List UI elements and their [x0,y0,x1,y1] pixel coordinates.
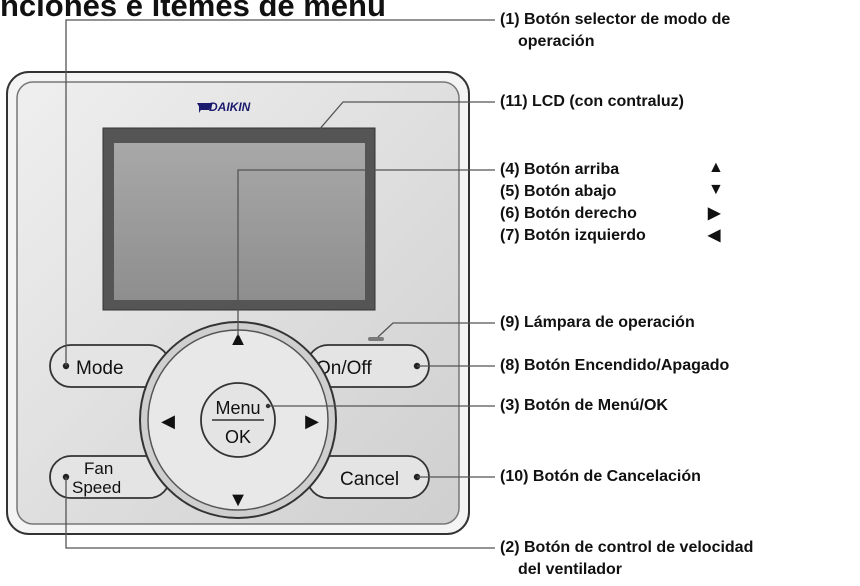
operation-lamp [368,337,384,341]
right-arrow-icon[interactable]: ▶ [305,411,319,431]
down-arrow-icon[interactable]: ▼ [228,489,248,511]
callout-up-arrow-icon: ▲ [708,159,724,176]
callout-fan-speed-line1: (2) Botón de control de velocidad [500,539,754,556]
leader-mode [65,19,495,366]
callout-right: (6) Botón derecho [500,205,637,222]
up-arrow-icon[interactable]: ▲ [228,328,248,350]
leader-lines [65,19,495,549]
callout-on-off: (8) Botón Encendido/Apagado [500,357,730,374]
ok-label: OK [225,427,251,447]
menu-label: Menu [215,398,260,418]
mode-button-label: Mode [76,358,124,379]
callout-mode: (1) Botón selector de modo de operación [500,9,730,53]
daikin-logo-mark-2 [199,103,205,113]
cancel-button-label: Cancel [340,469,399,490]
callout-lamp: (9) Lámpara de operación [500,314,695,331]
callout-cancel: (10) Botón de Cancelación [500,468,701,485]
leader-lamp [377,322,495,338]
fan-speed-label-line2: Speed [72,478,121,497]
brand-logo: DAIKIN [209,100,251,114]
leader-lcd [317,101,495,132]
leader-dpad [237,169,495,336]
callout-fan-speed-line2: del ventilador [518,561,623,578]
page-heading: nciones e ítemes de menú [0,0,386,23]
callout-mode-line1: (1) Botón selector de modo de [500,11,731,28]
left-arrow-icon[interactable]: ◀ [161,411,175,431]
lcd-screen [114,143,365,300]
callout-up: (4) Botón arriba [500,161,620,178]
callout-fan-speed: (2) Botón de control de velocidad del ve… [500,537,753,581]
callout-right-arrow-icon: ▶ [708,205,721,222]
callout-mode-line2: operación [518,33,595,50]
callout-lcd: (11) LCD (con contraluz) [500,93,685,110]
callout-menu-ok: (3) Botón de Menú/OK [500,397,668,414]
callout-left-arrow-icon: ◀ [708,227,721,244]
callout-down-arrow-icon: ▼ [708,181,724,198]
leader-menu-dot [265,403,271,409]
callout-left: (7) Botón izquierdo [500,227,646,244]
callout-down: (5) Botón abajo [500,183,617,200]
on-off-button-label: On/Off [316,358,372,379]
fan-speed-label-line1: Fan [84,459,113,478]
leader-fan-speed [65,477,495,549]
